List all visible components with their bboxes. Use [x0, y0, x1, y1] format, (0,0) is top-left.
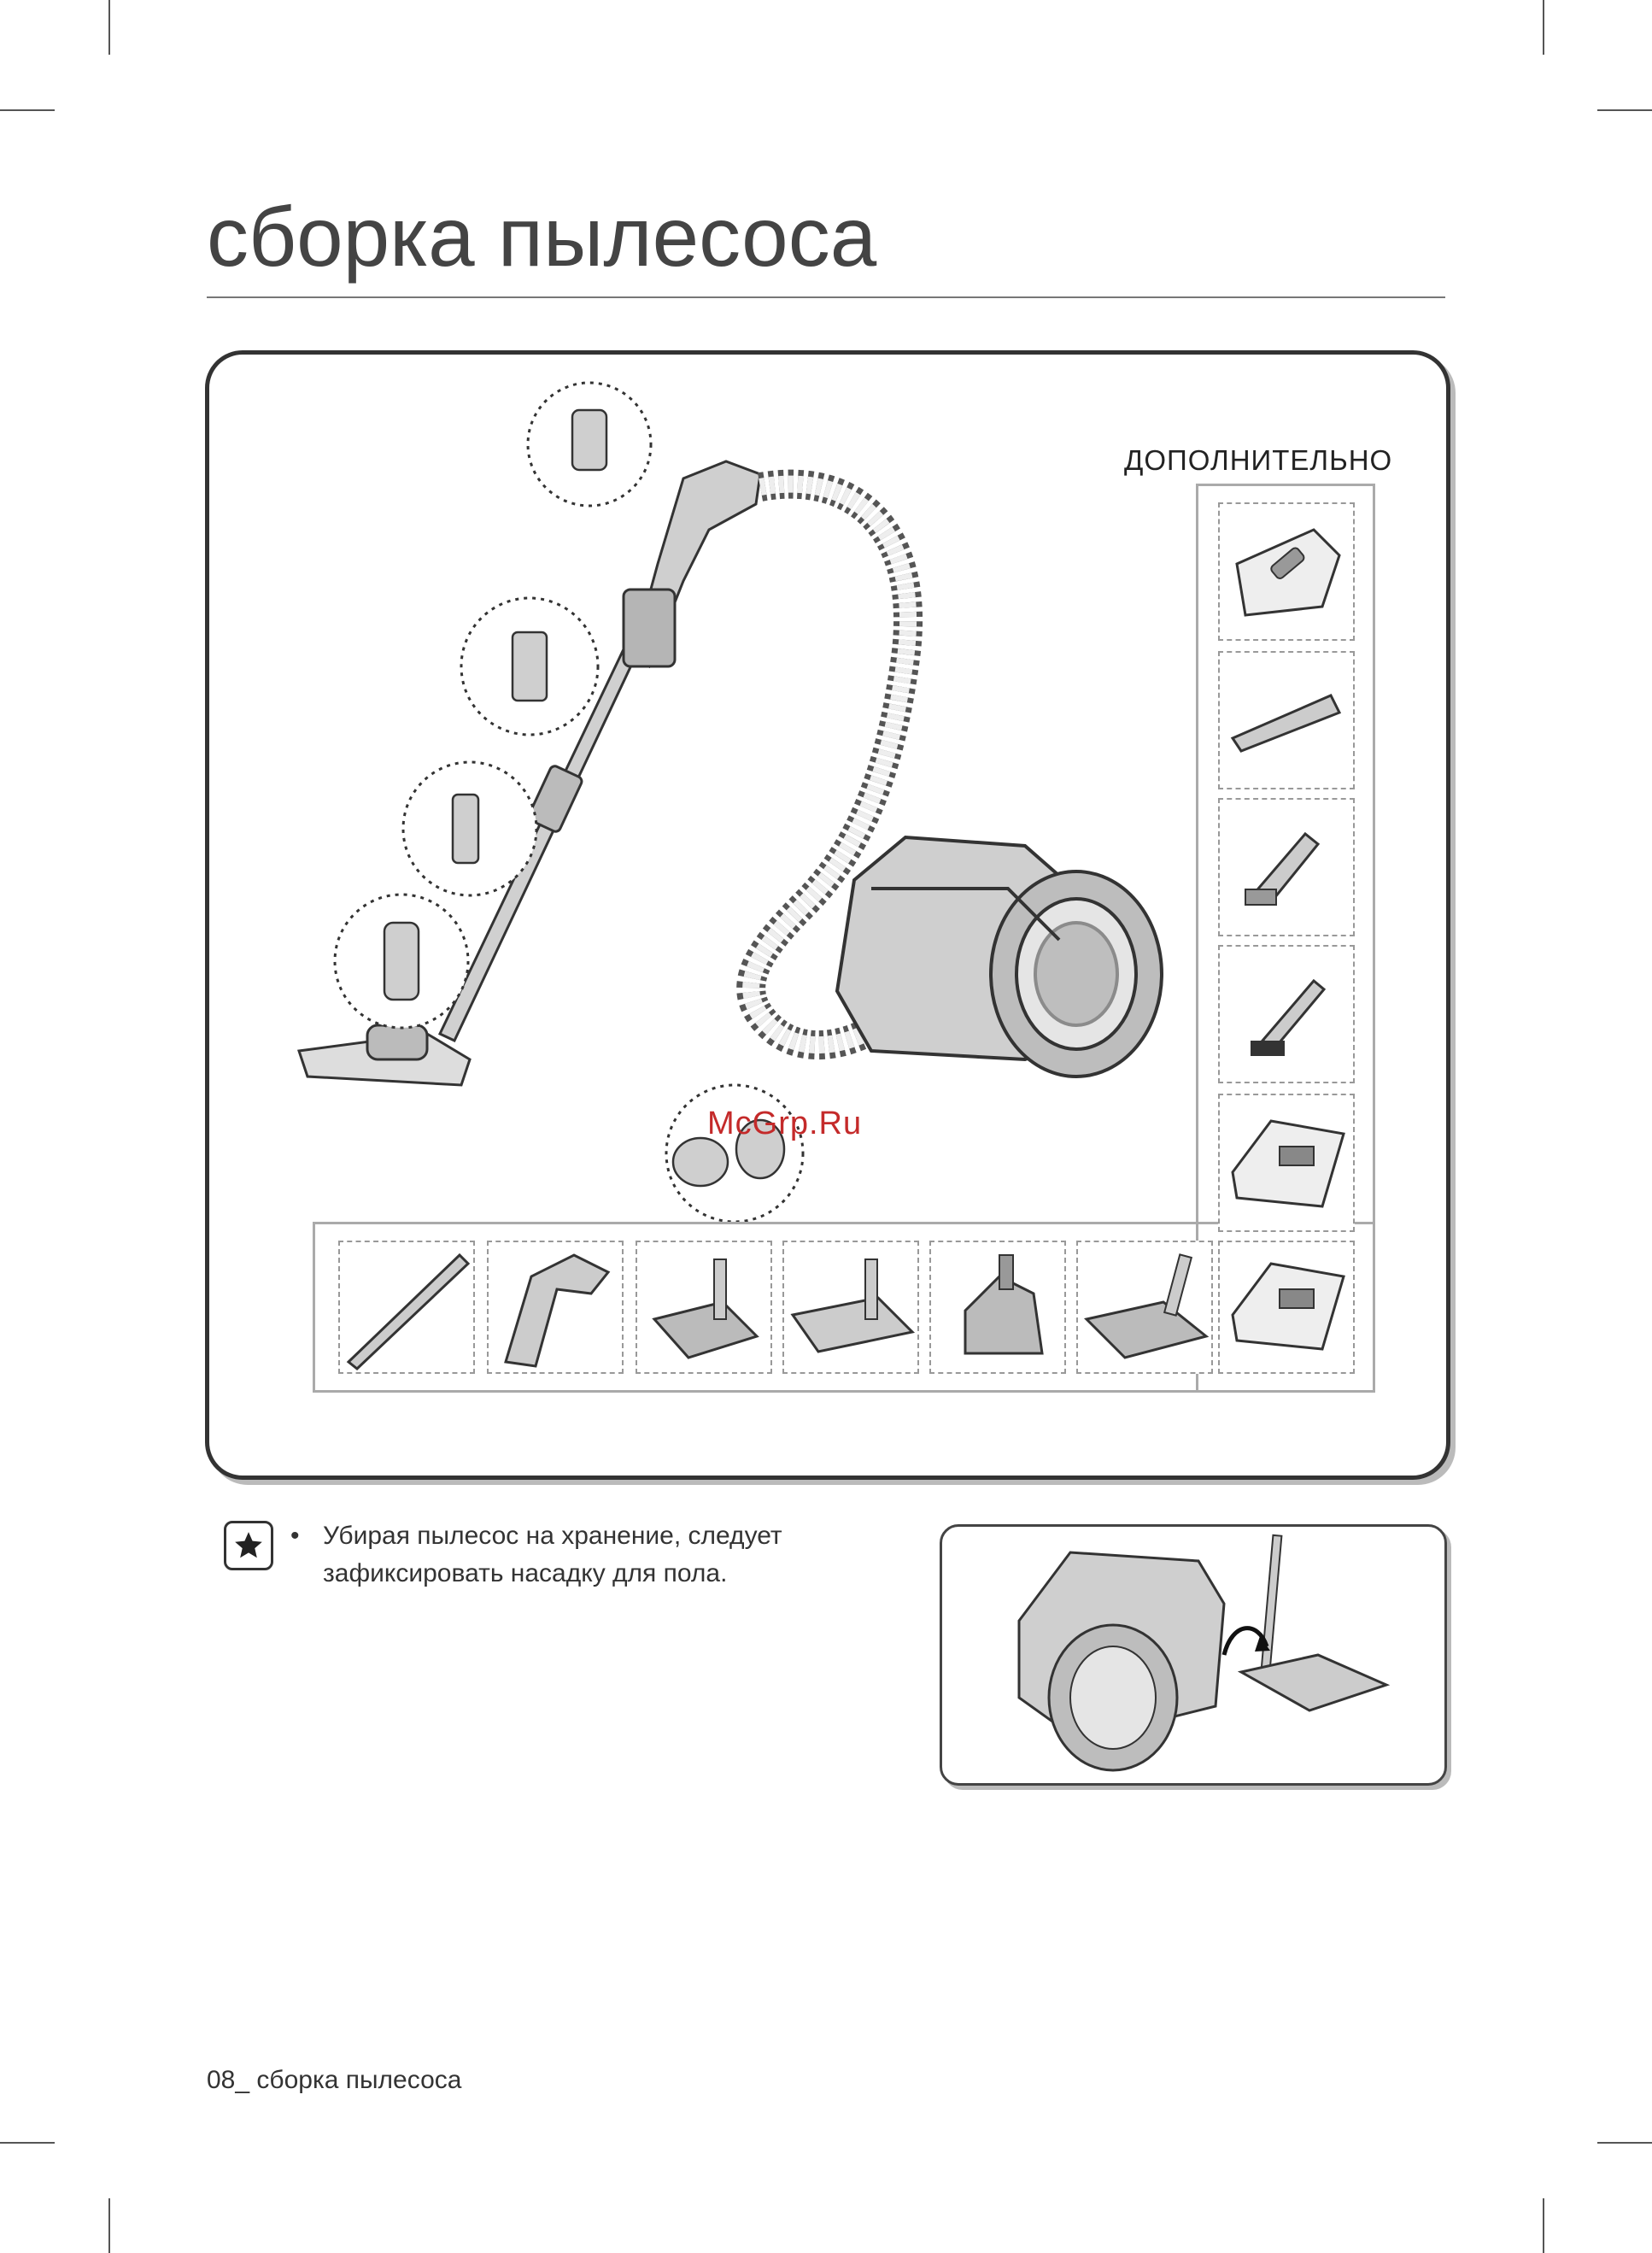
vacuum-body-icon — [837, 837, 1162, 1077]
page-title: сборка пылесоса — [207, 195, 876, 279]
page-footer: 08_ сборка пылесоса — [207, 2066, 461, 2095]
accessory-round-brush — [1218, 945, 1355, 1083]
bullet: • — [290, 1517, 300, 1555]
optional-accessories-label: ДОПОЛНИТЕЛЬНО — [1124, 444, 1392, 477]
crop-mark — [1543, 2198, 1544, 2253]
storage-illustration-panel — [940, 1524, 1447, 1786]
crop-mark — [108, 2198, 110, 2253]
accessory-parquet-pad-bag-2 — [1218, 1241, 1355, 1374]
accessory-mini-turbo-brush — [929, 1241, 1066, 1374]
accessory-telescopic-pipe — [338, 1241, 475, 1374]
crop-mark — [0, 109, 55, 111]
accessory-crevice-tool — [1218, 651, 1355, 789]
accessory-parquet-floor-brush — [782, 1241, 919, 1374]
hose-handle-icon — [624, 461, 760, 666]
accessory-handle-hose — [487, 1241, 624, 1374]
watermark: McGrp.Ru — [707, 1106, 862, 1142]
accessory-parquet-pad-bag — [1218, 1094, 1355, 1232]
accessory-turbo-floor-brush — [636, 1241, 772, 1374]
accessory-dusting-brush-bag — [1218, 502, 1355, 641]
crop-mark — [1597, 109, 1652, 111]
crop-mark — [108, 0, 110, 55]
crop-mark — [1597, 2142, 1652, 2144]
vacuum-storage-illustration — [942, 1527, 1444, 1783]
title-rule — [207, 296, 1445, 298]
storage-note-text: Убирая пылесос на хранение, следует зафи… — [323, 1517, 905, 1593]
accessory-upholstery-tool — [1218, 798, 1355, 936]
star-icon — [224, 1521, 273, 1570]
crop-mark — [0, 2142, 55, 2144]
storage-note: • Убирая пылесос на хранение, следует за… — [290, 1517, 905, 1593]
vacuum-assembly-illustration — [256, 376, 1213, 1230]
crop-mark — [1543, 0, 1544, 55]
accessory-power-floor-brush — [1076, 1241, 1213, 1374]
